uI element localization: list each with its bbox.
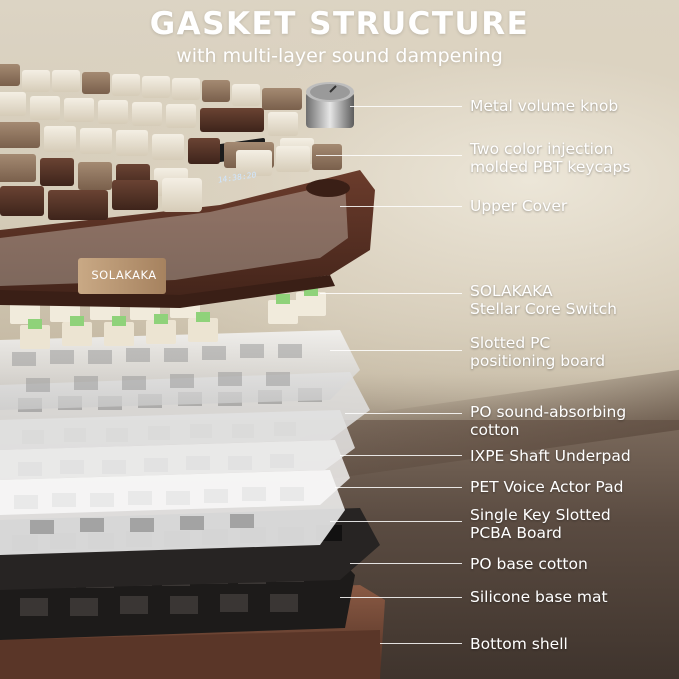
keycaps-layer xyxy=(0,64,342,220)
label-bottom-shell: Bottom shell xyxy=(470,635,568,653)
page-subtitle: with multi-layer sound dampening xyxy=(176,45,503,67)
volume-knob xyxy=(306,82,354,128)
callout-line-knob xyxy=(350,106,462,107)
label-po-base-cotton: PO base cotton xyxy=(470,555,588,573)
brand-plate-label: SOLAKAKA xyxy=(91,268,157,282)
pc-positioning-board-layer xyxy=(0,330,360,410)
callout-line-ixpe xyxy=(340,455,462,456)
upper-cover-layer xyxy=(0,138,375,308)
callout-line-po-base xyxy=(350,563,462,564)
callout-line-upper-cover xyxy=(340,206,462,207)
callout-line-pc-board xyxy=(330,350,462,351)
label-ixpe-shaft-underpad: IXPE Shaft Underpad xyxy=(470,447,631,465)
callout-line-keycaps xyxy=(316,155,462,156)
callout-line-bottom-shell xyxy=(380,643,462,644)
label-pet-voice-actor-pad: PET Voice Actor Pad xyxy=(470,478,624,496)
label-upper-cover: Upper Cover xyxy=(470,197,568,215)
label-metal-volume-knob: Metal volume knob xyxy=(470,97,619,115)
callout-line-pcba xyxy=(330,521,462,522)
callout-line-switch xyxy=(320,293,462,294)
callout-line-silicone xyxy=(340,597,462,598)
page-title: GASKET STRUCTURE xyxy=(149,6,530,42)
callout-line-po-cotton xyxy=(345,413,462,414)
callout-line-pet xyxy=(335,487,462,488)
label-silicone-base-mat: Silicone base mat xyxy=(470,588,608,606)
